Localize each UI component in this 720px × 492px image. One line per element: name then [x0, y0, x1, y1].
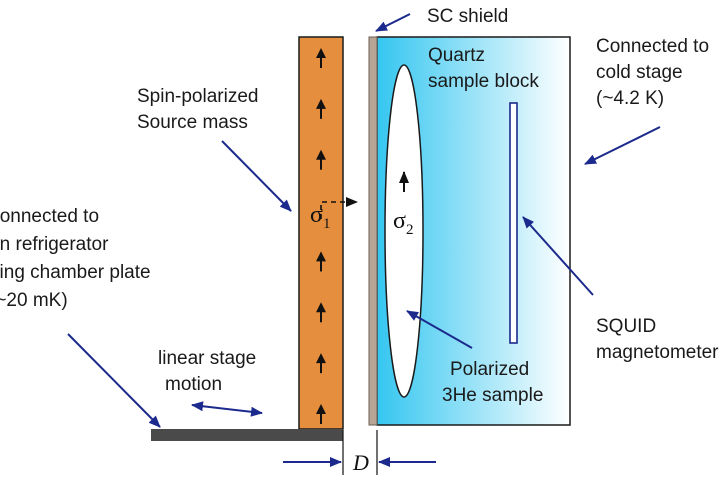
spin-polarized-label-line1: Spin-polarized [137, 86, 258, 107]
gap-d-label: D [352, 450, 369, 475]
sigma1-symbol: σ1 [310, 202, 330, 232]
cold-stage-label-line1: Connected to [596, 36, 709, 57]
dilution-label-line3: mixing chamber plate [0, 262, 151, 283]
spin-arrowhead [316, 404, 326, 414]
spin-polarized-pointer [221, 140, 292, 212]
sc-shield-pointer [375, 13, 411, 32]
he3-label-line1: Polarized [450, 359, 529, 380]
cold-stage-label-line3: (~4.2 K) [596, 88, 664, 109]
dilution-pointer [67, 333, 161, 428]
squid-label-line1: SQUID [596, 316, 656, 337]
sc-shield-label: SC shield [427, 6, 508, 27]
quartz-label-line1: Quartz [428, 45, 485, 66]
spin-arrowhead [316, 302, 326, 313]
linear-stage-label-line2: motion [165, 374, 222, 395]
squid-magnetometer-bar [509, 102, 518, 344]
he3-pointer [406, 310, 473, 349]
spin-arrows [316, 48, 326, 424]
quartz-label-line2: sample block [428, 71, 539, 92]
spin-arrowhead [316, 149, 326, 160]
dilution-label-line4: (~20 mK) [0, 290, 68, 311]
mixing-chamber-plate [151, 429, 343, 441]
spin-direction-dashed-arrow [320, 197, 358, 219]
sc-shield [368, 36, 378, 426]
spin-arrowhead [316, 251, 326, 262]
linear-motion-arrow [191, 401, 263, 417]
dilution-label-line2: dilution refrigerator [0, 234, 109, 255]
cold-stage-pointer [584, 126, 661, 165]
spin-arrowhead [316, 353, 326, 364]
linear-stage-label-line1: linear stage [158, 348, 256, 369]
he3-label-line2: 3He sample [442, 385, 543, 406]
squid-label-line2: magnetometer [596, 342, 719, 363]
squid-pointer [522, 216, 594, 296]
spin-arrowhead [316, 98, 326, 109]
cold-stage-label-line2: cold stage [596, 62, 683, 83]
spin-arrowhead [316, 48, 326, 58]
spin-polarized-label-line2: Source mass [137, 112, 248, 133]
dilution-label-line1: Connected to [0, 206, 99, 227]
sigma2-symbol: σ2 [393, 208, 413, 238]
